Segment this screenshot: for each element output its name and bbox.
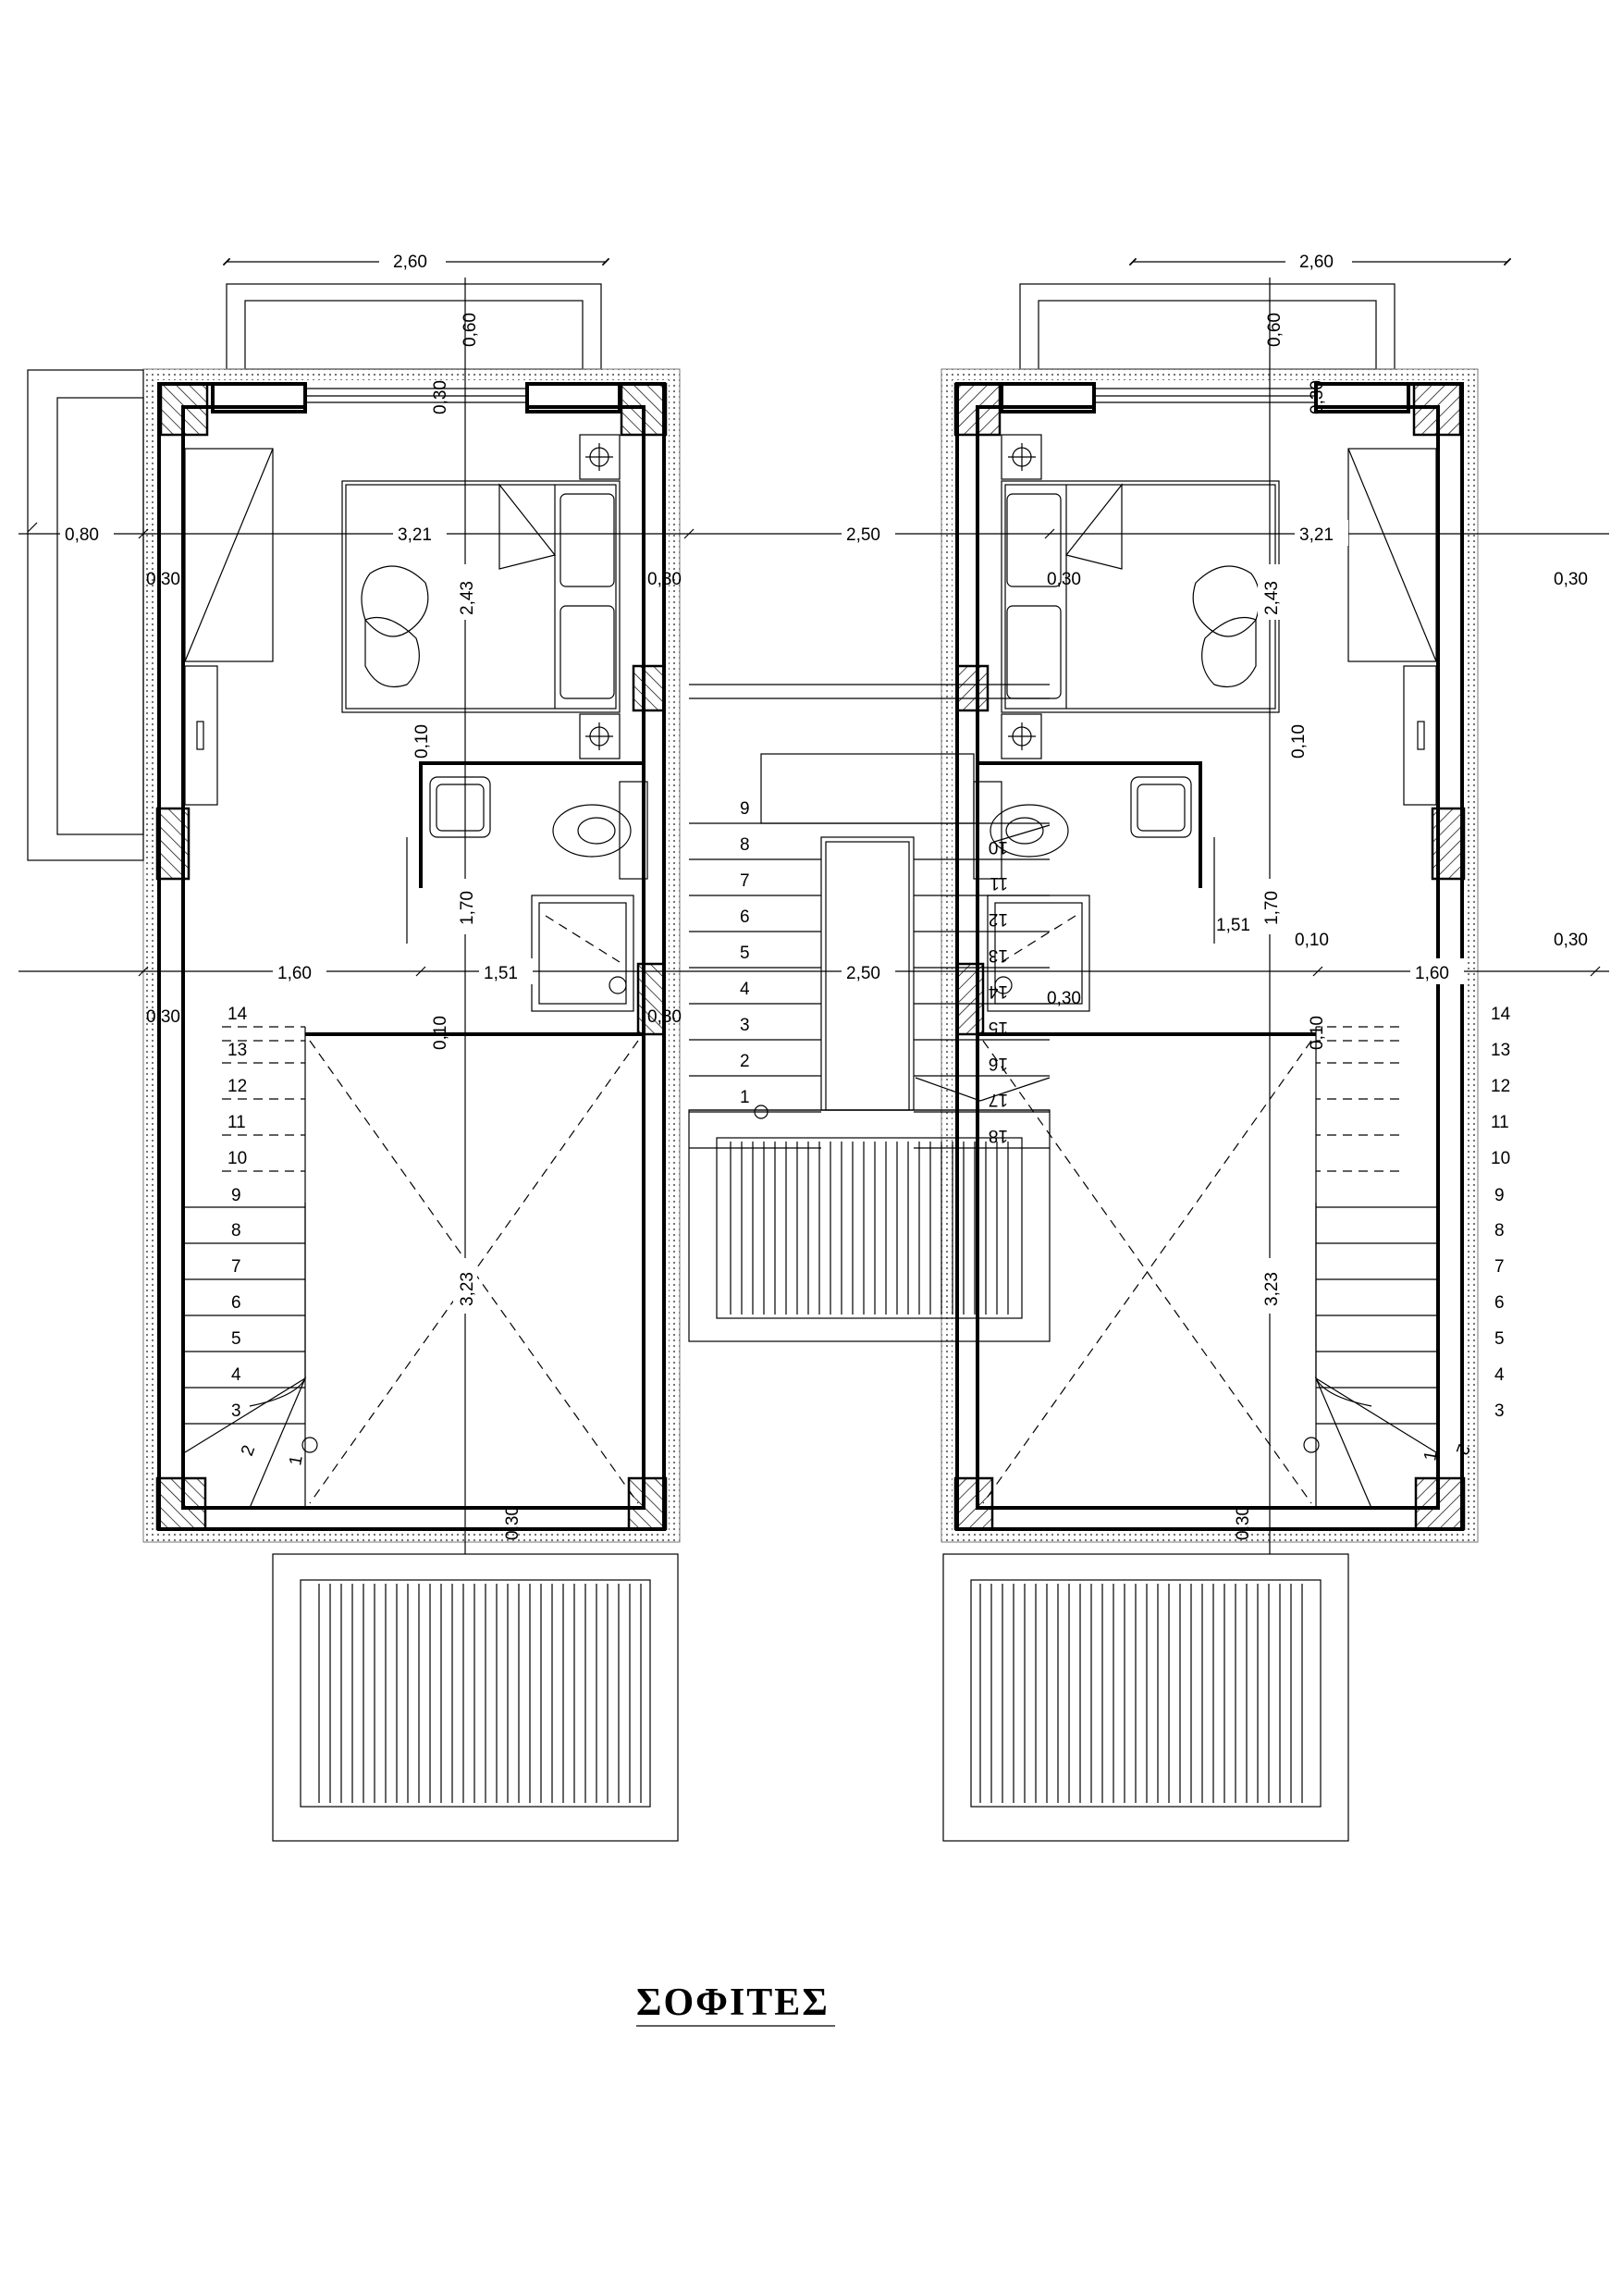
dim-room-width-left: 3,21	[398, 525, 432, 545]
dim-landing-right: 0,10	[1308, 1016, 1327, 1050]
dimension-labels: 2,60 2,60 0,60 0,60 0,30 0,30 0,80 3,21 …	[60, 248, 1588, 1540]
dim-bed-depth-right: 2,43	[1262, 581, 1282, 615]
step-label: 10	[1491, 1149, 1510, 1168]
step-label: 8	[1494, 1221, 1505, 1241]
step-label: 1	[1420, 1450, 1442, 1463]
step-label: 12	[989, 909, 1008, 929]
dim-wall-left-inner: 0,30	[647, 570, 682, 589]
step-label: 6	[1494, 1293, 1505, 1313]
dim-wall-right-inner: 0,30	[1047, 570, 1081, 589]
step-label: 11	[1491, 1113, 1509, 1132]
dim-bottom-wall-left: 0,30	[503, 1506, 523, 1540]
dim-void-depth-right: 3,23	[1262, 1272, 1282, 1306]
step-label: 5	[1494, 1329, 1505, 1349]
dim-bath-depth-left: 1,70	[458, 891, 477, 925]
central-stairwell	[688, 684, 1051, 1342]
step-label: 10	[989, 837, 1008, 857]
step-label: 4	[231, 1365, 241, 1385]
step-label: 18	[989, 1126, 1008, 1145]
step-label: 10	[227, 1149, 247, 1168]
dim-landing-left: 0,10	[431, 1016, 450, 1050]
dim-side-balcony: 0,80	[65, 525, 99, 545]
dim-bed-depth-left: 2,43	[458, 581, 477, 615]
step-label: 6	[740, 907, 750, 927]
dim-void-wall-right: 0,30	[1047, 989, 1081, 1008]
step-label: 13	[989, 945, 1008, 965]
right-unit	[940, 282, 1480, 1843]
step-label: 11	[990, 873, 1008, 893]
dim-balcony-depth-left: 0,60	[461, 313, 480, 347]
dim-void-depth-left: 3,23	[458, 1272, 477, 1306]
page-title: ΣΟΦΙΤΕΣ	[636, 1981, 830, 2024]
step-label: 9	[231, 1186, 241, 1205]
dim-bottom-wall-right: 0,30	[1234, 1506, 1253, 1540]
step-label: 7	[1494, 1257, 1505, 1277]
step-label: 14	[988, 981, 1008, 1001]
dim-void-wall-left: 0,30	[647, 1007, 682, 1027]
step-label: 6	[231, 1293, 241, 1313]
step-label: 9	[1494, 1186, 1505, 1205]
step-label: 2	[740, 1052, 750, 1071]
dim-stair-width-left: 1,60	[277, 964, 312, 983]
dim-gap-width-bottom: 2,50	[846, 964, 880, 983]
dim-bath-depth-right: 1,70	[1262, 891, 1282, 925]
left-unit	[141, 282, 682, 1843]
dim-balcony-width-right: 2,60	[1299, 253, 1334, 272]
central-stair-numbers: 9 8 7 6 5 4 3 2 1 10 11 12 13 14 15 16 1…	[740, 799, 1008, 1145]
dim-top-wall-right: 0,30	[1308, 380, 1327, 414]
dim-stair-wall-left: 0,30	[146, 1007, 180, 1027]
step-label: 4	[1494, 1365, 1505, 1385]
step-label: 5	[740, 944, 750, 963]
left-unit-stair-numbers: 14 13 12 11 10 9 8 7 6 5 4 3 2 1	[227, 1005, 307, 1467]
step-label: 16	[989, 1054, 1008, 1073]
step-label: 15	[989, 1018, 1008, 1037]
dim-wall-right-mid: 0,30	[1554, 931, 1588, 950]
step-label: 7	[231, 1257, 241, 1277]
step-label: 8	[231, 1221, 241, 1241]
step-label: 3	[740, 1016, 750, 1035]
step-label: 4	[740, 980, 750, 999]
step-label: 9	[740, 799, 750, 819]
dim-partition-right: 0,10	[1289, 724, 1309, 759]
step-label: 13	[1491, 1041, 1510, 1060]
dim-stair-width-right: 1,60	[1415, 964, 1449, 983]
step-label: 8	[740, 835, 750, 855]
step-label: 12	[227, 1077, 247, 1096]
step-label: 3	[1494, 1401, 1505, 1421]
dim-gap-width-top: 2,50	[846, 525, 880, 545]
step-label: 13	[227, 1041, 247, 1060]
left-side-balcony	[27, 369, 144, 861]
dim-bath-width-left: 1,51	[484, 964, 518, 983]
step-label: 14	[1491, 1005, 1511, 1024]
step-label: 11	[227, 1113, 246, 1132]
dim-wall-right-outer: 0,30	[1554, 570, 1588, 589]
dim-partition-left: 0,10	[412, 724, 432, 759]
right-unit-stair-numbers: 14 13 12 11 10 9 8 7 6 5 4 3 2 1	[1420, 1005, 1510, 1463]
step-label: 1	[740, 1088, 750, 1107]
step-label: 3	[231, 1401, 241, 1421]
step-label: 14	[227, 1005, 248, 1024]
dim-room-width-right: 3,21	[1299, 525, 1334, 545]
dim-partition-right-horizontal: 0,10	[1295, 931, 1329, 950]
step-label: 17	[989, 1090, 1008, 1109]
step-label: 1	[286, 1454, 307, 1467]
dim-bath-width-right-top: 1,51	[1216, 916, 1250, 935]
step-label: 7	[740, 871, 750, 891]
step-label: 5	[231, 1329, 241, 1349]
step-label: 12	[1491, 1077, 1510, 1096]
dim-balcony-width-left: 2,60	[393, 253, 427, 272]
dim-balcony-depth-right: 0,60	[1265, 313, 1285, 347]
drawing-title: ΣΟΦΙΤΕΣ	[636, 1981, 835, 2027]
dim-wall-left-outer: 0,30	[146, 570, 180, 589]
dim-top-wall-left: 0,30	[431, 380, 450, 414]
